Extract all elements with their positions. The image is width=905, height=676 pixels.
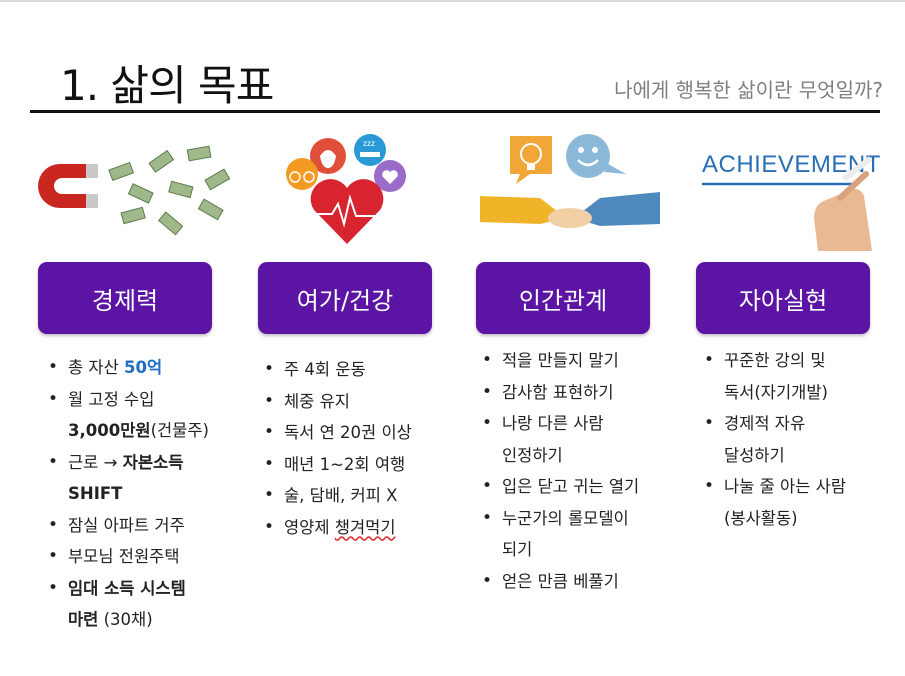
top-border-line (0, 0, 905, 2)
list-item: 잠실 아파트 거주 (46, 510, 246, 542)
list-item: 감사함 표현하기 (480, 377, 690, 409)
list-item: 근로 → 자본소득 (46, 447, 246, 479)
handshake-icon (480, 192, 660, 228)
list-item: 입은 닫고 귀는 열기 (480, 471, 690, 503)
heading-label: 여가/건강 (296, 286, 394, 315)
list-item: 경제적 자유 (702, 408, 897, 440)
achievement-illustration: ACHIEVEMENT (690, 126, 890, 251)
list-item: 총 자산 50억 (46, 352, 246, 384)
list-item: 영양제 챙겨먹기 (262, 512, 462, 544)
list-item: 월 고정 수입 (46, 384, 246, 416)
list-item: 꾸준한 강의 및 (702, 345, 897, 377)
list-item-continuation: 마련 (30채) (68, 610, 153, 629)
list-item-continuation: 3,000만원(건물주) (68, 421, 209, 440)
leisure-health-goal-list: 주 4회 운동 체중 유지 독서 연 20권 이상 매년 1~2회 여행 술, … (262, 354, 462, 543)
list-item-continuation: 인정하기 (502, 445, 563, 465)
slide-subtitle: 나에게 행복한 삶이란 무엇일까? (614, 78, 883, 102)
heading-box-leisure-health: 여가/건강 (258, 262, 432, 334)
svg-text:zzz: zzz (363, 139, 375, 148)
heading-box-self-realization: 자아실현 (696, 262, 870, 334)
list-item: 독서 연 20권 이상 (262, 417, 462, 449)
lightbulb-bubble-icon (510, 136, 552, 184)
list-item: 주 4회 운동 (262, 354, 462, 386)
list-item: 술, 담배, 커피 X (262, 480, 462, 512)
list-item-continuation: 되기 (502, 540, 533, 559)
heading-label: 자아실현 (738, 286, 828, 315)
sleep-icon (354, 134, 386, 166)
list-item: 얻은 만큼 베풀기 (480, 566, 690, 598)
health-heart-illustration: zzz (250, 126, 450, 251)
heading-label: 경제력 (91, 286, 159, 315)
smiley-bubble-icon (566, 134, 626, 178)
list-item-continuation: SHIFT (68, 484, 123, 503)
hand-icon (814, 156, 873, 251)
list-item: 나눌 줄 아는 사람 (702, 471, 897, 503)
banknote-icons (108, 145, 230, 236)
list-item-continuation: 독서(자기개발) (724, 382, 828, 402)
magnet-icon (38, 164, 98, 208)
list-item: 적을 만들지 말기 (480, 345, 690, 377)
magnet-money-illustration (30, 126, 230, 251)
list-item: 매년 1~2회 여행 (262, 449, 462, 481)
list-item: 누군가의 롤모델이 (480, 503, 690, 535)
heading-box-relationships: 인간관계 (476, 262, 650, 334)
list-item: 나랑 다른 사람 (480, 408, 690, 440)
list-item-continuation: (봉사활동) (724, 508, 798, 528)
title-underline-rule (30, 110, 880, 113)
slide-title: 1. 삶의 목표 (60, 61, 274, 110)
list-item: 체중 유지 (262, 386, 462, 418)
list-item-continuation: 달성하기 (724, 445, 785, 465)
list-item: 부모님 전원주택 (46, 541, 246, 573)
handshake-illustration (470, 126, 670, 251)
self-realization-goal-list: 꾸준한 강의 및 독서(자기개발) 경제적 자유 달성하기 나눌 줄 아는 사람… (702, 345, 897, 534)
economy-goal-list: 총 자산 50억 월 고정 수입 3,000만원(건물주) 근로 → 자본소득 … (46, 352, 246, 636)
heading-label: 인간관계 (518, 286, 608, 315)
relationships-goal-list: 적을 만들지 말기 감사함 표현하기 나랑 다른 사람 인정하기 입은 닫고 귀… (480, 345, 690, 597)
heading-box-economy: 경제력 (38, 262, 212, 334)
list-item: 임대 소득 시스템 (46, 573, 246, 605)
